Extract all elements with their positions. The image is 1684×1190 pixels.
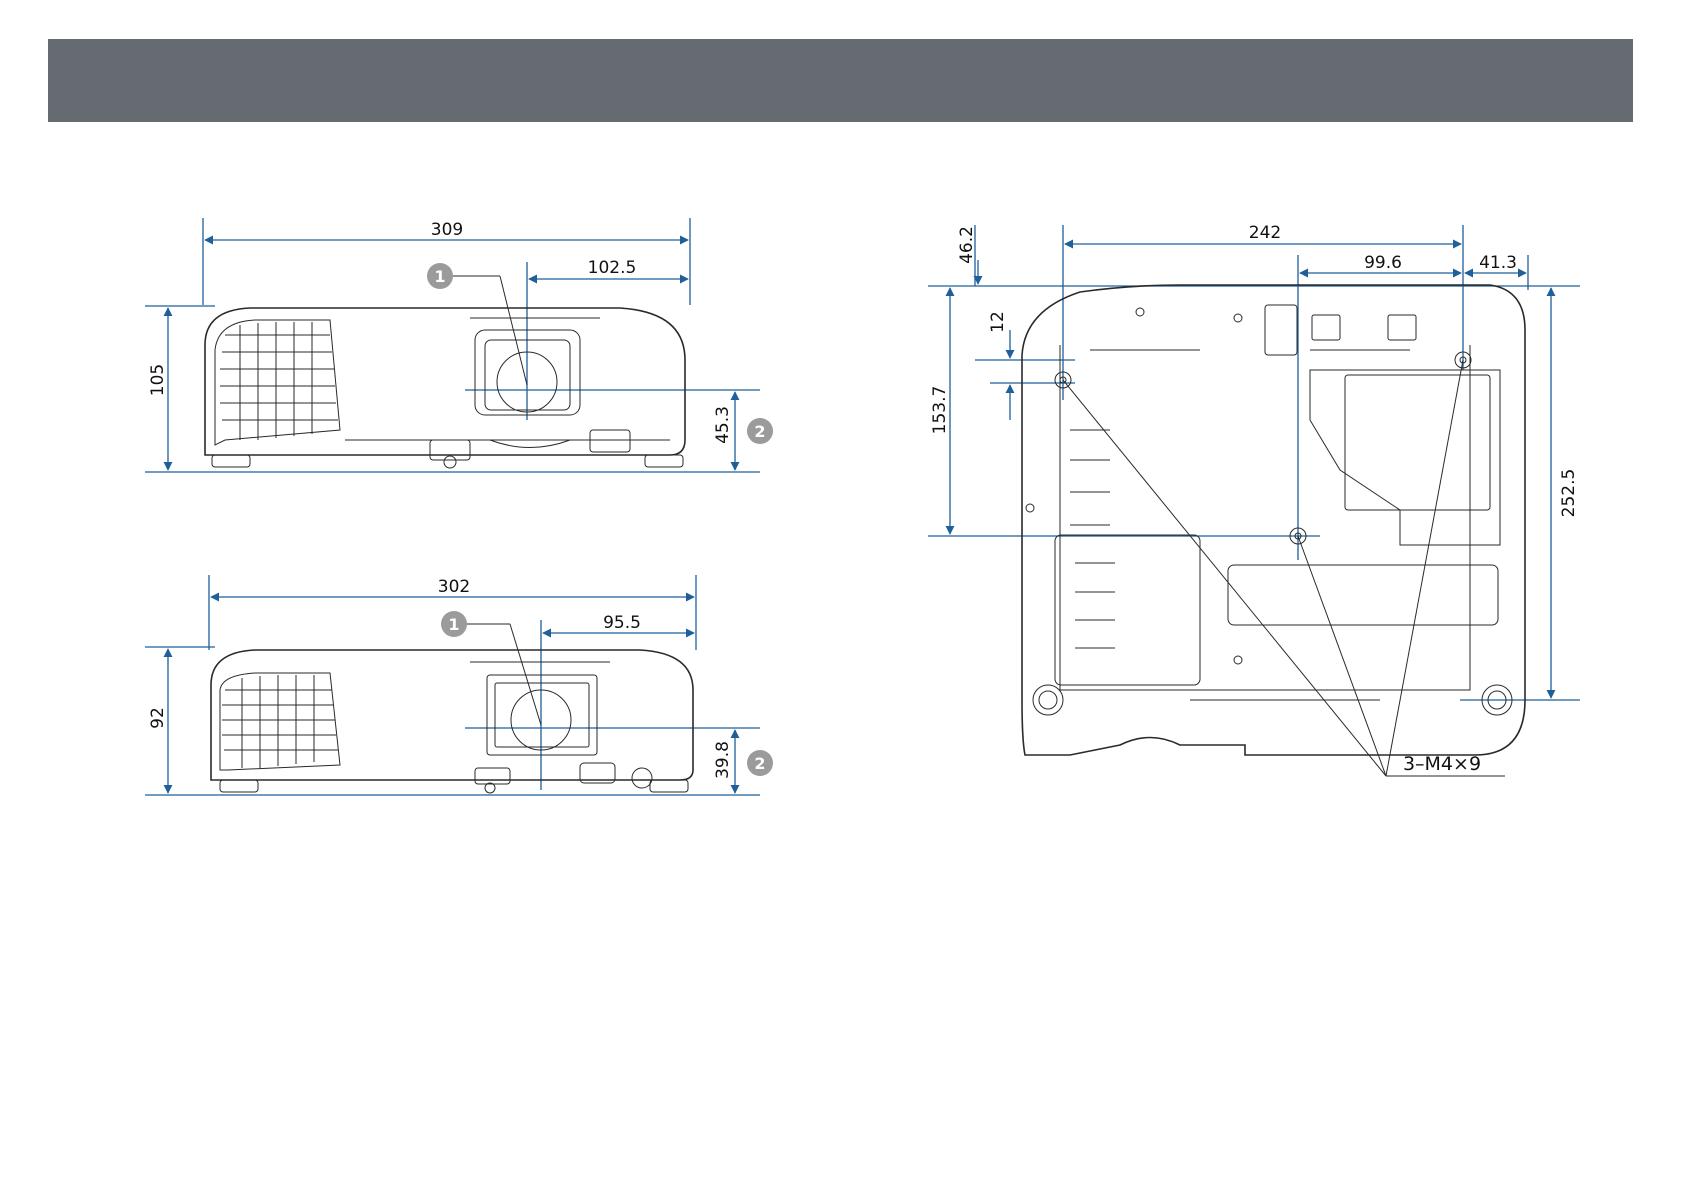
bottom-view: 46.2 242 99.6 41.3 12 153.7 252.5	[928, 223, 1580, 776]
label-top-offset-46-2: 46.2	[957, 226, 977, 264]
label-lens-height-45-3: 45.3	[713, 406, 733, 444]
label-width-309: 309	[431, 220, 463, 240]
label-lens-height-39-8: 39.8	[713, 741, 733, 779]
svg-text:2: 2	[754, 754, 765, 773]
label-hole-offset-99-6: 99.6	[1364, 253, 1402, 273]
label-height-92: 92	[148, 707, 168, 729]
label-depth-252-5: 252.5	[1559, 469, 1579, 518]
label-hole-span-242: 242	[1249, 223, 1281, 243]
label-hole-offset-12: 12	[988, 311, 1008, 333]
svg-text:1: 1	[434, 267, 445, 286]
label-screw-spec: 3–M4×9	[1403, 753, 1481, 775]
callout-1-front-1: 1	[427, 263, 453, 289]
svg-text:1: 1	[448, 615, 459, 634]
front-view-1: 309 102.5 105 45.3 1	[145, 218, 773, 472]
callout-2-front-2: 2	[747, 750, 773, 776]
callout-2-front-1: 2	[747, 418, 773, 444]
svg-text:2: 2	[754, 422, 765, 441]
label-width-302: 302	[438, 577, 470, 597]
label-hole-span-153-7: 153.7	[930, 386, 950, 435]
label-lens-offset-102-5: 102.5	[588, 258, 637, 278]
label-lens-offset-95-5: 95.5	[603, 613, 641, 633]
label-height-105: 105	[148, 364, 168, 396]
front-view-2: 302 95.5 92 39.8 1 2	[145, 575, 773, 795]
callout-1-front-2: 1	[441, 611, 467, 637]
label-hole-offset-41-3: 41.3	[1479, 253, 1517, 273]
